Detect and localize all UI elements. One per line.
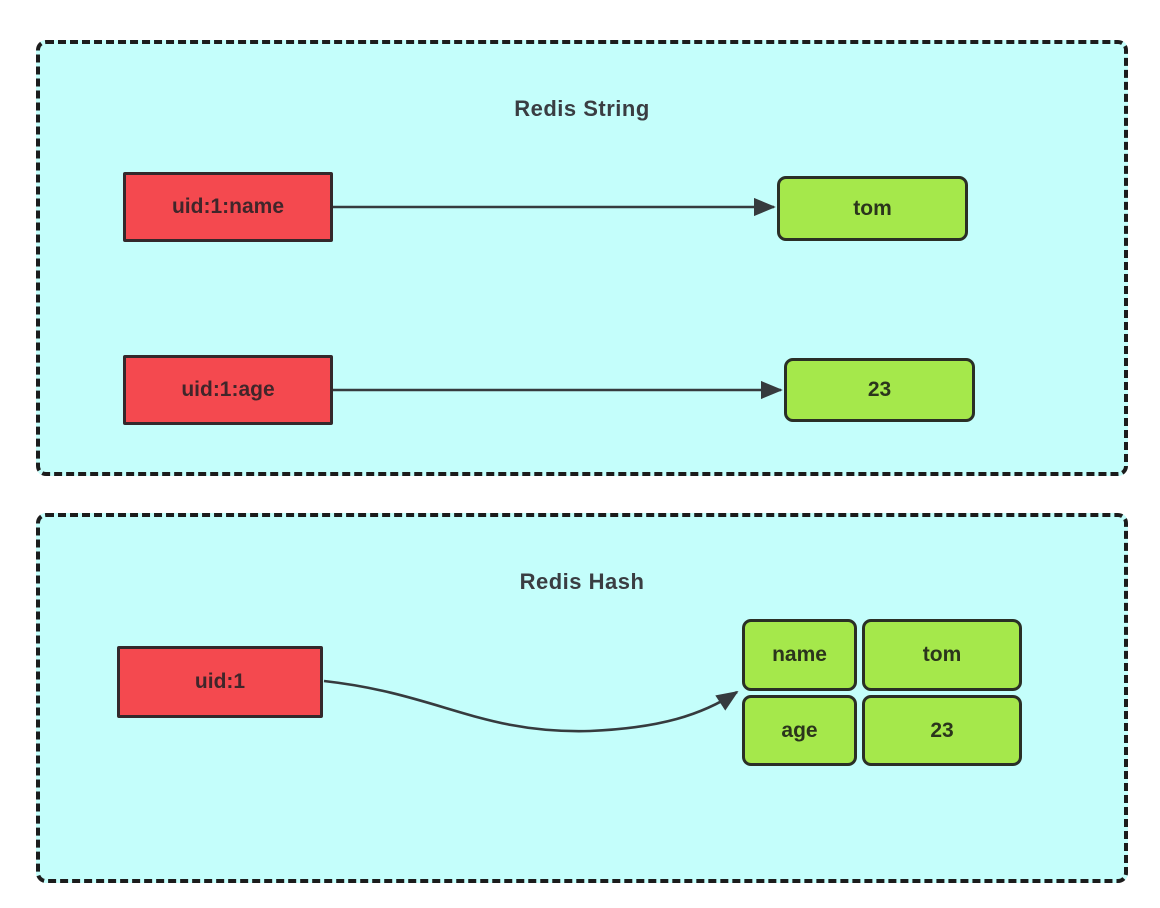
hash-cell-value-23: 23 (862, 695, 1022, 766)
hash-cell-field-age: age (742, 695, 857, 766)
hash-cell-field-name: name (742, 619, 857, 691)
hash-cell-value-tom: tom (862, 619, 1022, 691)
key-box-uid-1-age: uid:1:age (123, 355, 333, 425)
value-box-tom: tom (777, 176, 968, 241)
panel-title-redis-hash: Redis Hash (519, 569, 645, 594)
key-box-uid-1-name: uid:1:name (123, 172, 333, 242)
value-box-23: 23 (784, 358, 975, 422)
panel-title-redis-string: Redis String (514, 96, 650, 121)
key-box-uid-1: uid:1 (117, 646, 323, 718)
